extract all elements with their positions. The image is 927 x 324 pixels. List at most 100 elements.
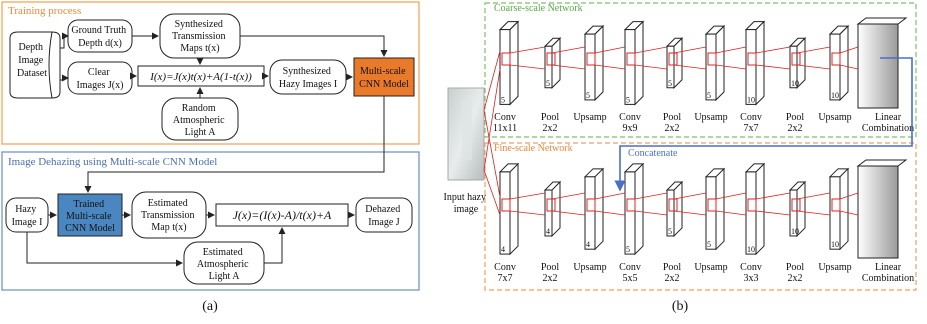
svg-text:Multi-scale CNN Model: Multi-scale CNN Model bbox=[359, 66, 409, 90]
svg-text:Estimated Atmospheric: Estimated Atmospheric Light A bbox=[197, 247, 251, 282]
svg-text:Synthesized Hazy Image: Synthesized Hazy Images I bbox=[279, 66, 337, 90]
panel-a: Training process Depth Image Dataset Gro… bbox=[1, 1, 420, 314]
est-transmission-node: Estimated Transmission Map t(x) bbox=[131, 191, 207, 239]
est-light-node: Estimated Atmospheric Light A bbox=[183, 241, 265, 285]
svg-text:Synthesized Transmissi: Synthesized Transmission Maps t(x) bbox=[172, 19, 228, 54]
training-frame bbox=[1, 1, 420, 145]
fine-channels-8: 10 bbox=[831, 240, 839, 249]
fine-channels-1: 4 bbox=[546, 227, 550, 236]
depth-dataset-node: Depth Image Dataset bbox=[9, 31, 61, 99]
svg-text:Ground Truth Depth d(x: Ground Truth Depth d(x) bbox=[71, 25, 128, 49]
svg-text:Clear Images J(x): Clear Images J(x) bbox=[77, 67, 124, 91]
dehaze-arrows bbox=[26, 211, 355, 267]
clear-images-node: Clear Images J(x) bbox=[67, 61, 133, 95]
svg-text:Random Atmospheric: Random Atmospheric Light A bbox=[173, 103, 227, 138]
fine-channels-5: 5 bbox=[707, 240, 711, 249]
dehaze-title: Image Dehazing using Multi-scale CNN Mod… bbox=[8, 156, 217, 168]
concatenate-connector: Concatenate bbox=[614, 57, 913, 192]
coarse-channels-0: 5 bbox=[501, 95, 505, 104]
input-hazy-image: Input hazy image bbox=[444, 87, 489, 215]
hazy-image-node: Hazy Image I bbox=[5, 197, 49, 233]
training-title: Training process bbox=[8, 5, 81, 17]
dehazed-image-node: Dehazed Image J bbox=[355, 197, 413, 233]
svg-text:Estimated Transmission: Estimated Transmission Map t(x) bbox=[141, 198, 197, 233]
model-transfer-arrow bbox=[84, 96, 385, 193]
fine-channels-4: 5 bbox=[668, 227, 672, 236]
coarse-label-2: Upsamp bbox=[573, 112, 606, 123]
svg-text:Hazy Image I: Hazy Image I bbox=[12, 204, 43, 228]
panel-b: Coarse-scale Network Fine-scale Network … bbox=[444, 2, 917, 314]
coarse-channels-3: 5 bbox=[626, 95, 630, 104]
training-formula: I(x)=J(x)t(x)+A(1-t(x)) bbox=[137, 65, 265, 87]
fine-label-2: Upsamp bbox=[573, 262, 606, 273]
coarse-channels-6: 10 bbox=[747, 95, 755, 104]
fine-channels-0: 4 bbox=[501, 245, 505, 254]
fine-channels-6: 10 bbox=[747, 245, 755, 254]
svg-text:Dehazed Image J: Dehazed Image J bbox=[365, 204, 402, 228]
coarse-channels-4: 5 bbox=[668, 79, 672, 88]
coarse-label-5: Upsamp bbox=[694, 112, 727, 123]
caption-a: (a) bbox=[202, 299, 218, 314]
fine-channels-7: 10 bbox=[791, 227, 799, 236]
svg-text:J(x)=(I(x)-A)/t(x)+A: J(x)=(I(x)-A)/t(x)+A bbox=[233, 208, 332, 222]
fine-title: Fine-scale Network bbox=[494, 143, 573, 154]
input-hazy-label: Input hazy image bbox=[444, 192, 489, 215]
svg-text:Trained Multi-scale: Trained Multi-scale CNN Model bbox=[65, 199, 115, 234]
cnn-model-node: Multi-scale CNN Model bbox=[353, 57, 415, 97]
fine-label-8: Upsamp bbox=[818, 262, 851, 273]
synth-hazy-node: Synthesized Hazy Images I bbox=[269, 59, 347, 95]
dehaze-frame bbox=[1, 151, 420, 291]
coarse-channels-5: 5 bbox=[707, 91, 711, 100]
concatenate-label: Concatenate bbox=[628, 148, 678, 159]
trained-model-node: Trained Multi-scale CNN Model bbox=[57, 193, 123, 237]
caption-b: (b) bbox=[672, 299, 689, 314]
coarse-channels-1: 5 bbox=[546, 79, 550, 88]
coarse-channels-7: 10 bbox=[791, 79, 799, 88]
fine-label-5: Upsamp bbox=[694, 262, 727, 273]
coarse-channels-8: 10 bbox=[831, 91, 839, 100]
depth-dataset-label: Depth Image Dataset bbox=[17, 42, 47, 79]
coarse-channels-2: 5 bbox=[586, 91, 590, 100]
coarse-frame bbox=[484, 2, 917, 138]
training-arrows bbox=[60, 32, 388, 98]
random-light-node: Random Atmospheric Light A bbox=[161, 97, 239, 141]
fine-channels-3: 5 bbox=[626, 245, 630, 254]
svg-text:I(x)=J(x)t(x)+A(1-t(x)): I(x)=J(x)t(x)+A(1-t(x)) bbox=[149, 71, 252, 83]
dehaze-formula: J(x)=(I(x)-A)/t(x)+A bbox=[215, 203, 349, 227]
